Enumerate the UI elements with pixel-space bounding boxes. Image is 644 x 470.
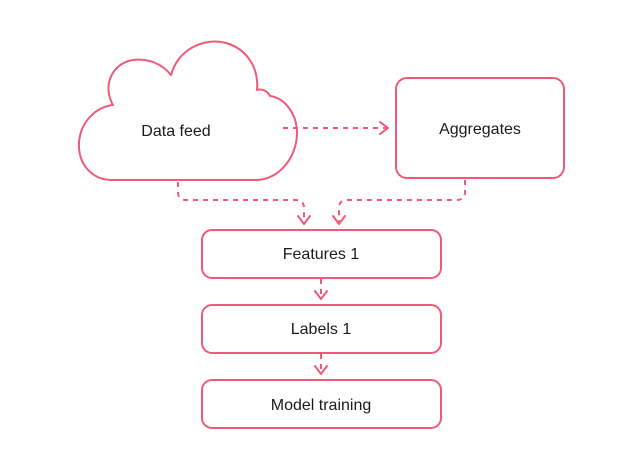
node-labels: Labels 1	[201, 304, 442, 354]
edge-data-feed-to-features	[177, 182, 311, 225]
arrowhead-right-icon	[379, 121, 389, 135]
node-model-training: Model training	[201, 379, 442, 429]
edge-data-feed-to-aggregates	[283, 121, 389, 135]
features-label: Features 1	[283, 246, 360, 263]
aggregates-box	[395, 77, 565, 179]
arrowhead-down-icon	[314, 290, 328, 300]
edge-labels-to-model-training	[314, 354, 328, 375]
labels-label: Labels 1	[291, 321, 352, 338]
node-data-feed: Data feed	[77, 40, 298, 181]
cloud-shape	[77, 40, 298, 181]
arrowhead-down-icon	[297, 215, 311, 225]
node-aggregates: Aggregates	[395, 77, 565, 179]
labels-box	[201, 304, 442, 354]
connector-line	[338, 180, 466, 222]
arrowhead-down-icon	[314, 365, 328, 375]
model-training-label: Model training	[271, 397, 372, 414]
connector-line	[177, 182, 305, 222]
features-box	[201, 229, 442, 279]
model-training-box	[201, 379, 442, 429]
data-feed-label: Data feed	[141, 123, 210, 140]
arrowhead-down-icon	[332, 215, 346, 225]
node-features: Features 1	[201, 229, 442, 279]
edge-features-to-labels	[314, 279, 328, 300]
aggregates-label: Aggregates	[439, 121, 521, 138]
edge-aggregates-to-features	[332, 180, 466, 225]
